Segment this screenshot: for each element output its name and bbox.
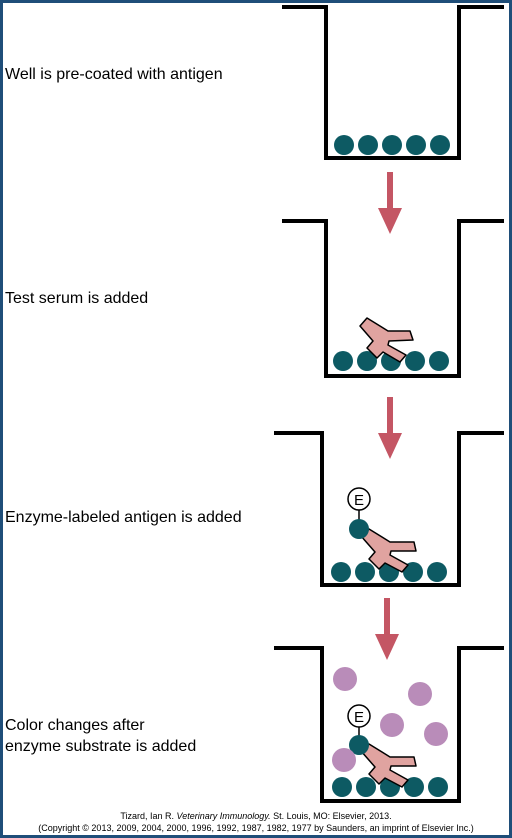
enzyme-labeled-antigen-3: E bbox=[347, 487, 371, 539]
labeled-antigen-3 bbox=[349, 519, 369, 539]
step-4-label: Color changes after enzyme substrate is … bbox=[5, 717, 197, 755]
step-2-label: Test serum is added bbox=[5, 290, 149, 307]
antibody-3 bbox=[360, 528, 417, 573]
arrow-1 bbox=[378, 172, 402, 234]
enzyme-circle-3 bbox=[347, 487, 371, 511]
labeled-antigen-4 bbox=[349, 735, 369, 755]
well-3 bbox=[274, 431, 504, 587]
antigen-row-3 bbox=[331, 562, 447, 582]
copyright-line: (Copyright © 2013, 2009, 2004, 2000, 199… bbox=[38, 823, 474, 833]
citation-title: Veterinary Immunology. bbox=[176, 811, 271, 821]
enzyme-labeled-antigen-4: E bbox=[347, 704, 371, 755]
arrow-3 bbox=[375, 598, 399, 660]
step-1-label: Well is pre-coated with antigen bbox=[5, 66, 223, 83]
citation-line: Tizard, Ian R. Veterinary Immunology. St… bbox=[0, 811, 512, 822]
antibody-4 bbox=[360, 743, 417, 788]
well-1 bbox=[282, 5, 504, 160]
enzyme-circle-4 bbox=[347, 704, 371, 728]
color-product-dots bbox=[332, 667, 448, 772]
citation-author: Tizard, Ian R. bbox=[120, 811, 177, 821]
well-2 bbox=[282, 219, 504, 378]
antigen-row-1 bbox=[334, 135, 450, 155]
arrow-2 bbox=[378, 397, 402, 459]
well-4 bbox=[274, 646, 504, 803]
antigen-row-2 bbox=[333, 351, 449, 371]
antibody-2 bbox=[359, 317, 414, 363]
enzyme-label-4: E bbox=[354, 709, 364, 726]
step-3-label: Enzyme-labeled antigen is added bbox=[5, 509, 242, 526]
enzyme-label-3: E bbox=[354, 492, 364, 509]
citation-publisher: St. Louis, MO: Elsevier, 2013. bbox=[270, 811, 392, 821]
